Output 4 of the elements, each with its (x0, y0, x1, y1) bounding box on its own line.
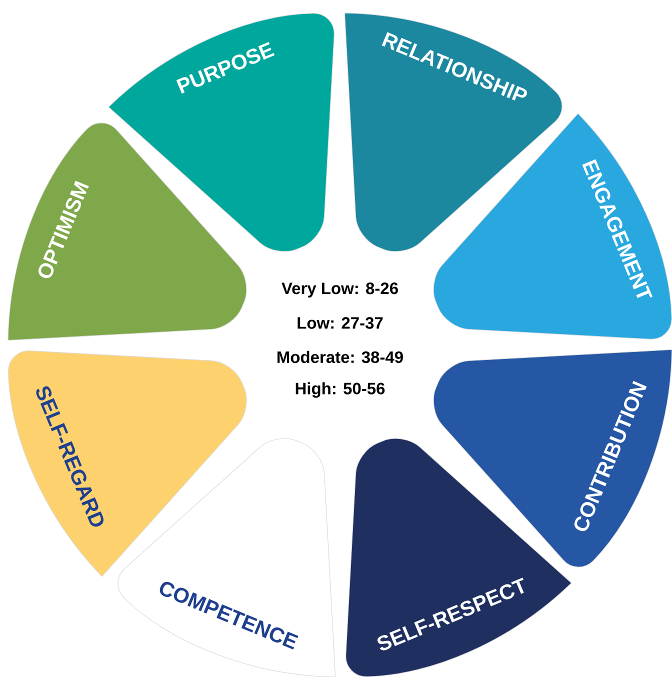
score-range: High: 50-56 (296, 382, 385, 398)
score-range: Low: 27-37 (298, 317, 383, 329)
score-range: Moderate: 38-49 (278, 350, 403, 364)
score-range: Very Low: 8-26 (282, 282, 398, 298)
